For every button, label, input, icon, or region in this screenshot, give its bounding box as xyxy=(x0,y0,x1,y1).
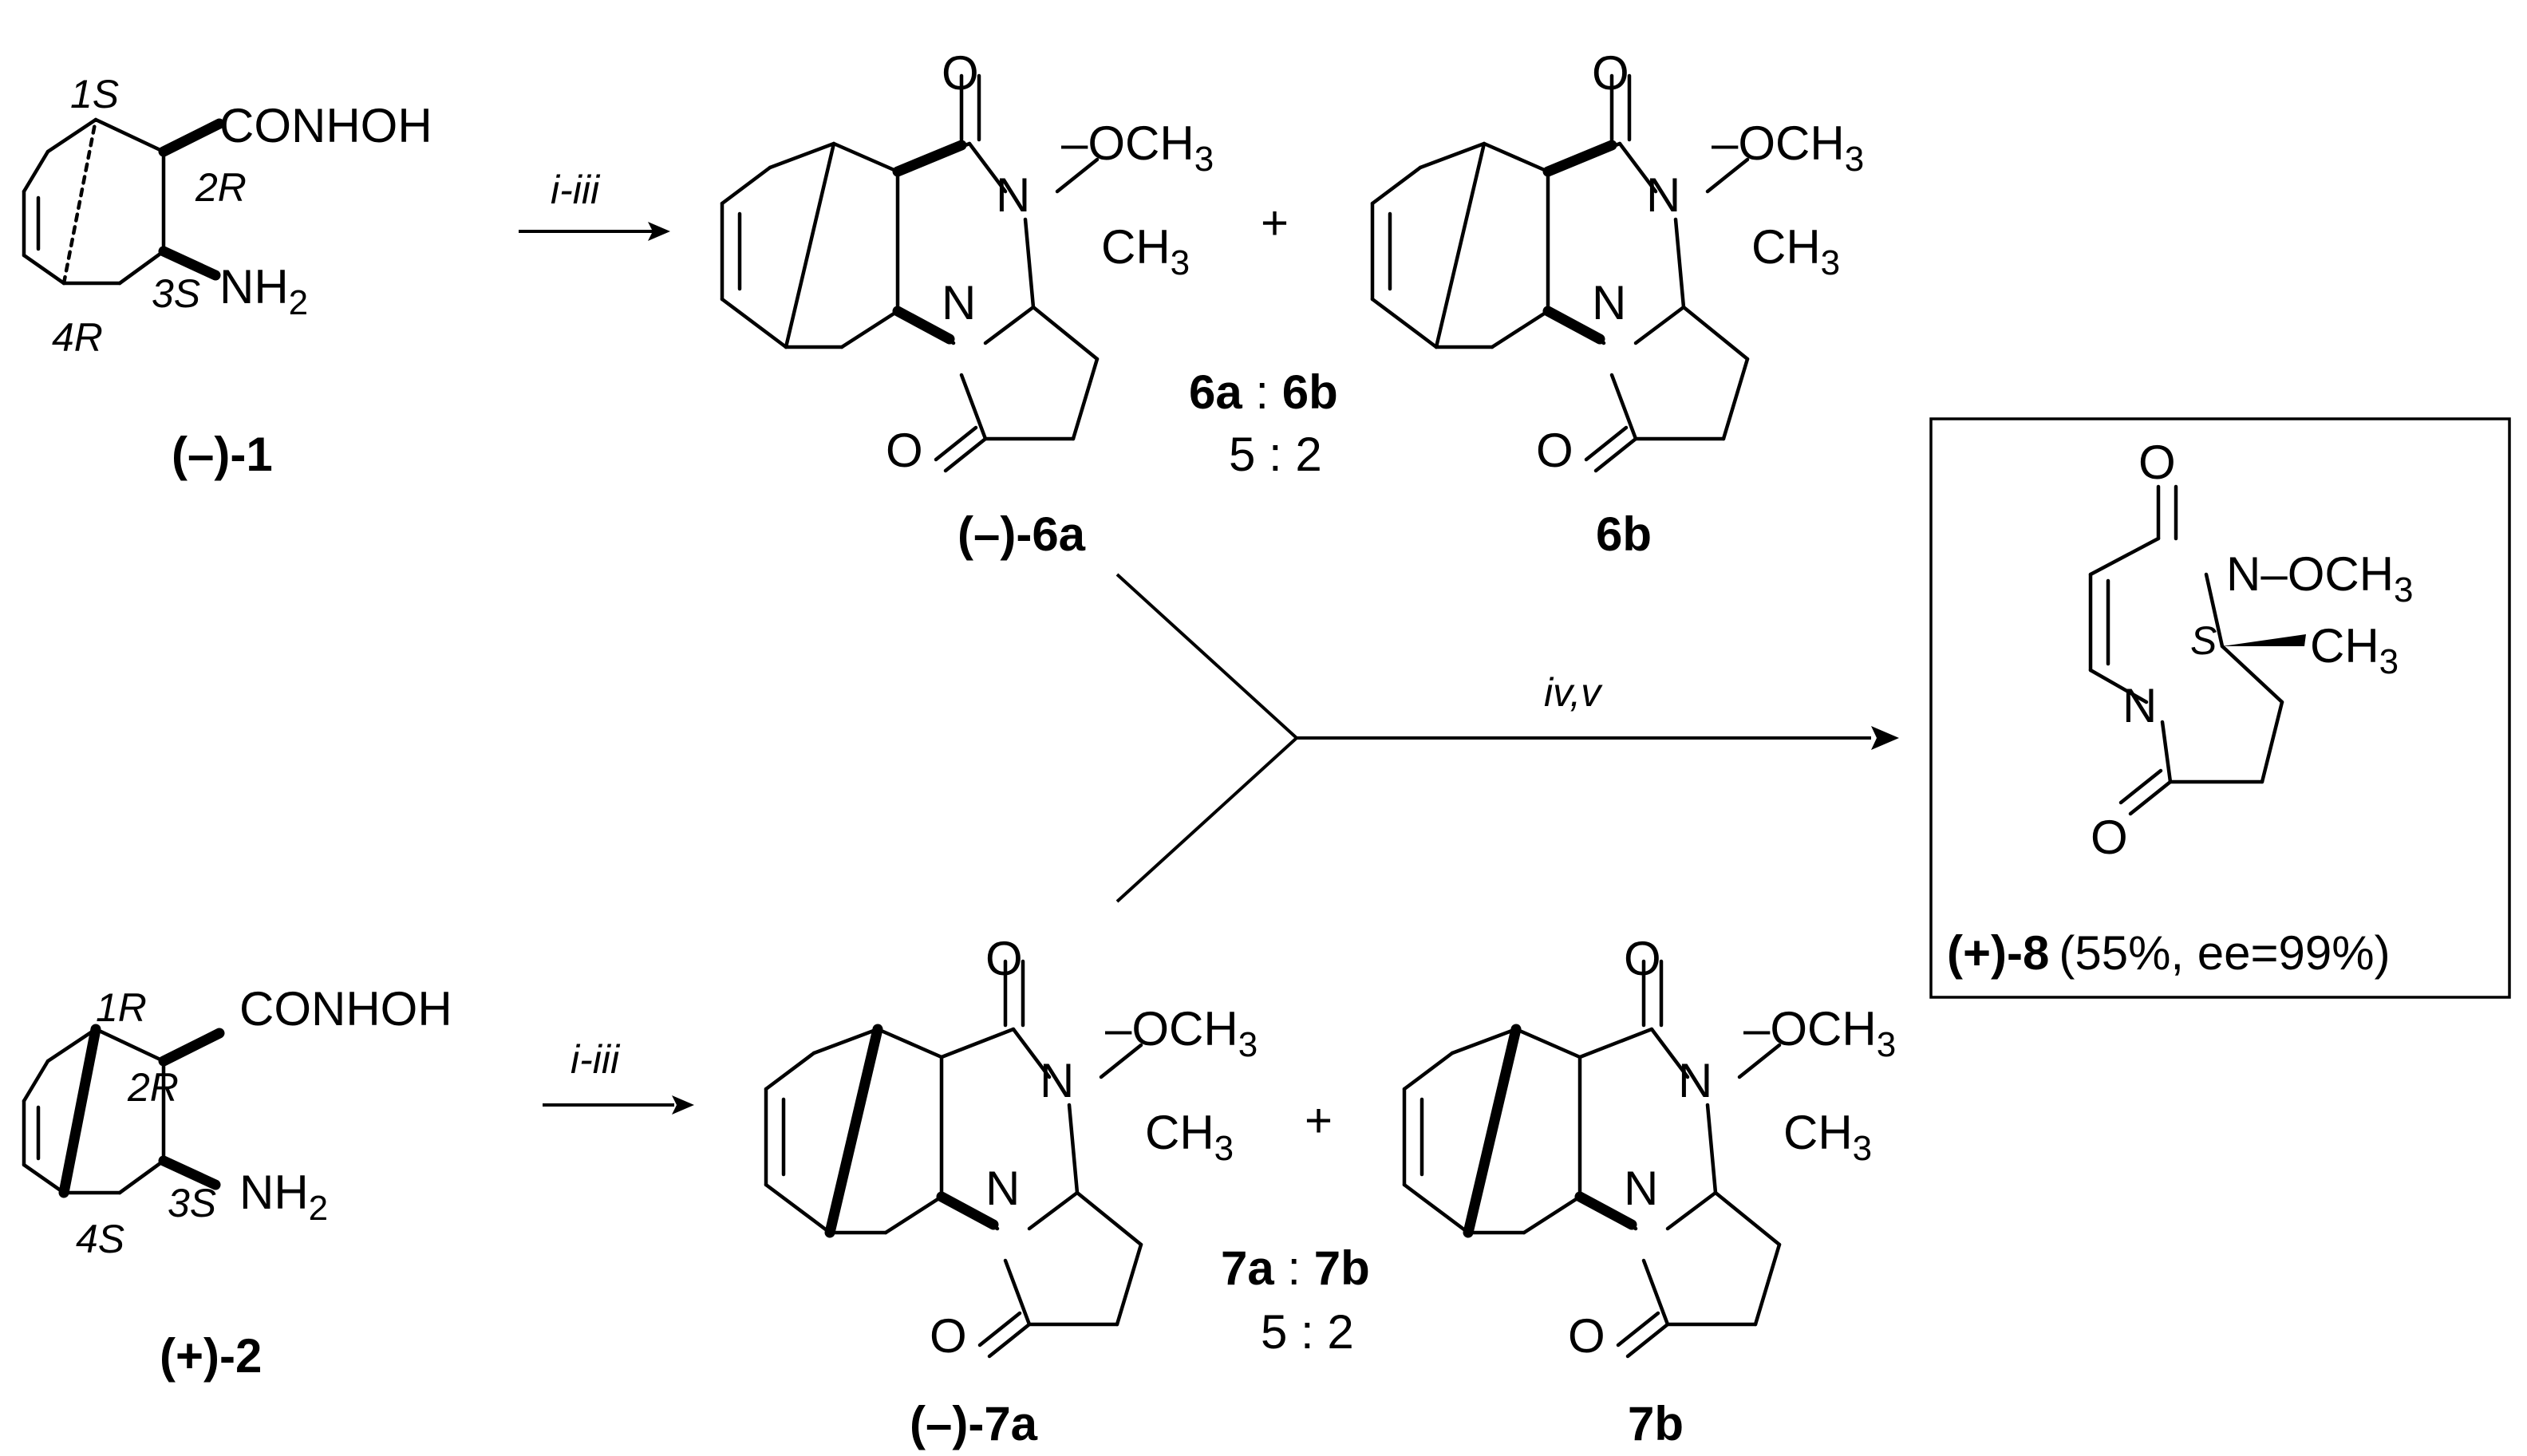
arrowhead-top xyxy=(648,222,670,241)
arrowhead-bottom xyxy=(672,1095,694,1115)
compound-2-label: (+)-2 xyxy=(160,1329,262,1383)
6b-lactam-O: O xyxy=(1536,424,1573,477)
compound-1-nh2: NH2 xyxy=(219,260,308,322)
reagent-top: i-iii xyxy=(551,168,601,212)
7b-N1: N xyxy=(1678,1054,1712,1107)
compound-1-stereo-3: 3S xyxy=(152,271,200,316)
compound-2-stereo-2: 2R xyxy=(127,1065,179,1110)
merge-line-lower xyxy=(1115,736,1298,903)
6a-carbonyl-O: O xyxy=(942,46,979,100)
compound-1-stereo-2: 2R xyxy=(195,165,247,210)
product-8-box xyxy=(1929,417,2511,999)
compound-1-conhoh: CONHOH xyxy=(219,99,432,152)
plus-top: + xyxy=(1261,196,1289,250)
compound-2-stereo-1: 1R xyxy=(96,985,147,1030)
8-N1: N–OCH3 xyxy=(2226,547,2414,610)
compound-2-nh2: NH2 xyxy=(239,1166,328,1228)
compound-6b-label: 6b xyxy=(1596,507,1652,561)
6b-me: CH3 xyxy=(1751,220,1840,282)
compound-7b-structure xyxy=(1404,961,1779,1356)
8-N2: N xyxy=(2122,679,2157,732)
6a-ome: –OCH3 xyxy=(1061,116,1214,179)
merge-arrowhead xyxy=(1871,726,1899,750)
6a-lactam-O: O xyxy=(886,424,923,477)
compound-7b-label: 7b xyxy=(1628,1397,1684,1450)
7a-lactam-O: O xyxy=(930,1309,967,1363)
7b-carbonyl-O: O xyxy=(1624,932,1661,985)
8-stereo: S xyxy=(2190,618,2217,663)
8-carbonyl-O: O xyxy=(2138,436,2176,489)
7b-N2: N xyxy=(1624,1162,1658,1215)
7b-me: CH3 xyxy=(1783,1106,1872,1168)
ratio-top-labels: 6a : 6b xyxy=(1189,365,1338,419)
6b-carbonyl-O: O xyxy=(1592,46,1629,100)
compound-1-structure xyxy=(22,117,225,286)
7b-lactam-O: O xyxy=(1568,1309,1605,1363)
compound-2-structure xyxy=(22,1024,225,1198)
compound-6a-structure xyxy=(722,76,1097,471)
compound-6b-structure xyxy=(1372,76,1747,471)
plus-bottom: + xyxy=(1305,1094,1333,1147)
merge-line-upper xyxy=(1115,573,1298,740)
6a-me: CH3 xyxy=(1101,220,1190,282)
compound-2-stereo-3: 3S xyxy=(168,1181,216,1225)
7a-N2: N xyxy=(985,1162,1020,1215)
6a-N2: N xyxy=(942,276,976,329)
7a-ome: –OCH3 xyxy=(1105,1002,1258,1064)
7a-me: CH3 xyxy=(1145,1106,1234,1168)
compound-8-label: (+)-8(55%, ee=99%) xyxy=(1947,926,2391,980)
compound-8-structure xyxy=(2088,484,2306,816)
6b-ome: –OCH3 xyxy=(1712,116,1864,179)
reagent-merge: iv,v xyxy=(1544,670,1603,715)
reagent-bottom: i-iii xyxy=(571,1037,621,1082)
7a-carbonyl-O: O xyxy=(985,932,1023,985)
compound-2-stereo-4: 4S xyxy=(76,1217,124,1261)
ratio-top-value: 5 : 2 xyxy=(1229,428,1322,481)
6b-N2: N xyxy=(1592,276,1626,329)
7b-ome: –OCH3 xyxy=(1743,1002,1896,1064)
8-me: CH3 xyxy=(2310,619,2399,681)
6a-N1: N xyxy=(996,168,1030,222)
compound-7a-label: (–)-7a xyxy=(910,1397,1038,1450)
ratio-bottom-value: 5 : 2 xyxy=(1261,1305,1354,1359)
compound-6a-label: (–)-6a xyxy=(957,507,1086,561)
ratio-bottom-labels: 7a : 7b xyxy=(1221,1241,1370,1295)
compound-2-conhoh: CONHOH xyxy=(239,982,452,1036)
6b-N1: N xyxy=(1646,168,1680,222)
compound-7a-structure xyxy=(766,961,1141,1356)
7a-N1: N xyxy=(1040,1054,1074,1107)
compound-1-label: (–)-1 xyxy=(172,428,273,481)
compound-1-stereo-4: 4R xyxy=(52,315,103,360)
8-lactam-O: O xyxy=(2091,811,2128,864)
compound-1-stereo-1: 1S xyxy=(70,72,119,116)
